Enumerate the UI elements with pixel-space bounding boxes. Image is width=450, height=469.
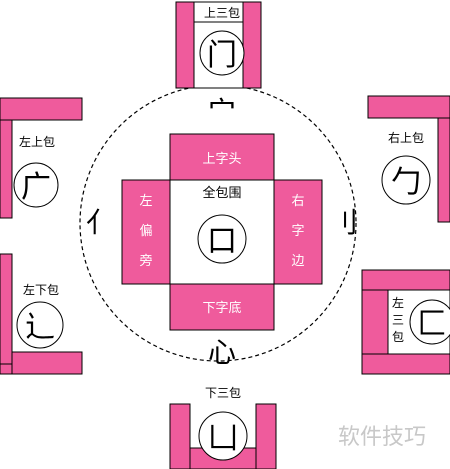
right-three-label-3: 包 [392, 330, 404, 344]
right-top-char: 勹 [391, 165, 421, 200]
left-bottom-char: 辶 [25, 310, 55, 345]
center-left-label-2: 偏 [139, 224, 152, 239]
ring-right-char: 刂 [330, 206, 358, 239]
right-top-enclosure: 右上包 勹 [367, 95, 450, 223]
center-full-char: 口 [207, 224, 237, 259]
right-three-label-1: 左 [392, 295, 404, 310]
watermark: 软件技巧 [338, 425, 426, 450]
bottom-three-enclosure: 下三包 凵 [169, 386, 277, 469]
right-top-label: 右上包 [388, 130, 424, 145]
center-full-label: 全包围 [202, 185, 241, 201]
right-three-char: 匚 [417, 307, 447, 342]
top-three-enclosure: 上三包 门 [175, 1, 262, 89]
center-left-label-1: 左 [139, 194, 152, 209]
center-right-label-2: 字 [291, 224, 304, 239]
right-three-label-2: 三 [392, 313, 404, 327]
center-top-label: 上字头 [202, 152, 241, 167]
left-top-label: 左上包 [19, 134, 55, 149]
left-top-char: 广 [21, 170, 51, 205]
center-left-label-3: 旁 [139, 253, 152, 269]
center-structure: 上字头 下字底 左 偏 旁 右 字 边 全包围 口 [121, 133, 323, 331]
ring-bottom-char: 心 [208, 336, 236, 369]
bottom-three-label: 下三包 [205, 386, 241, 400]
center-right-label-3: 边 [291, 254, 304, 269]
dashed-circle [79, 84, 357, 362]
left-top-enclosure: 左上包 广 [0, 97, 83, 219]
center-right-label-1: 右 [291, 194, 304, 209]
ring-top-char: 宀 [208, 95, 236, 128]
center-bottom-label: 下字底 [202, 300, 241, 316]
ring-left-char: 亻 [86, 206, 114, 239]
right-three-enclosure: 左 三 包 匚 [361, 269, 450, 375]
top-three-char: 门 [207, 38, 237, 73]
left-bottom-enclosure: 左下包 辶 [0, 253, 83, 375]
bottom-three-char: 凵 [208, 421, 238, 456]
top-three-label: 上三包 [204, 6, 240, 20]
left-bottom-label: 左下包 [23, 282, 59, 297]
